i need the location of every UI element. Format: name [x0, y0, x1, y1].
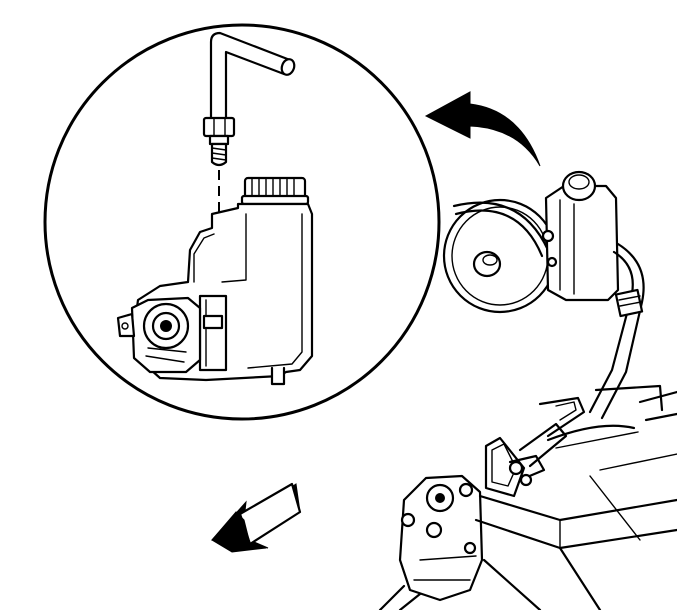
pressure-hose-line	[588, 242, 645, 420]
front-indicator-arrow	[211, 482, 302, 553]
pressure-hose	[209, 31, 296, 120]
direction-arrow	[424, 91, 541, 167]
steering-gear	[378, 384, 677, 610]
reservoir-cap	[240, 176, 310, 206]
pump-pulley	[442, 198, 558, 314]
pump-assembly	[378, 170, 677, 610]
pump-reservoir	[116, 202, 314, 386]
pump-reservoir-small	[541, 170, 620, 302]
hose-fitting-nut	[202, 116, 236, 167]
detail-view	[43, 23, 441, 421]
